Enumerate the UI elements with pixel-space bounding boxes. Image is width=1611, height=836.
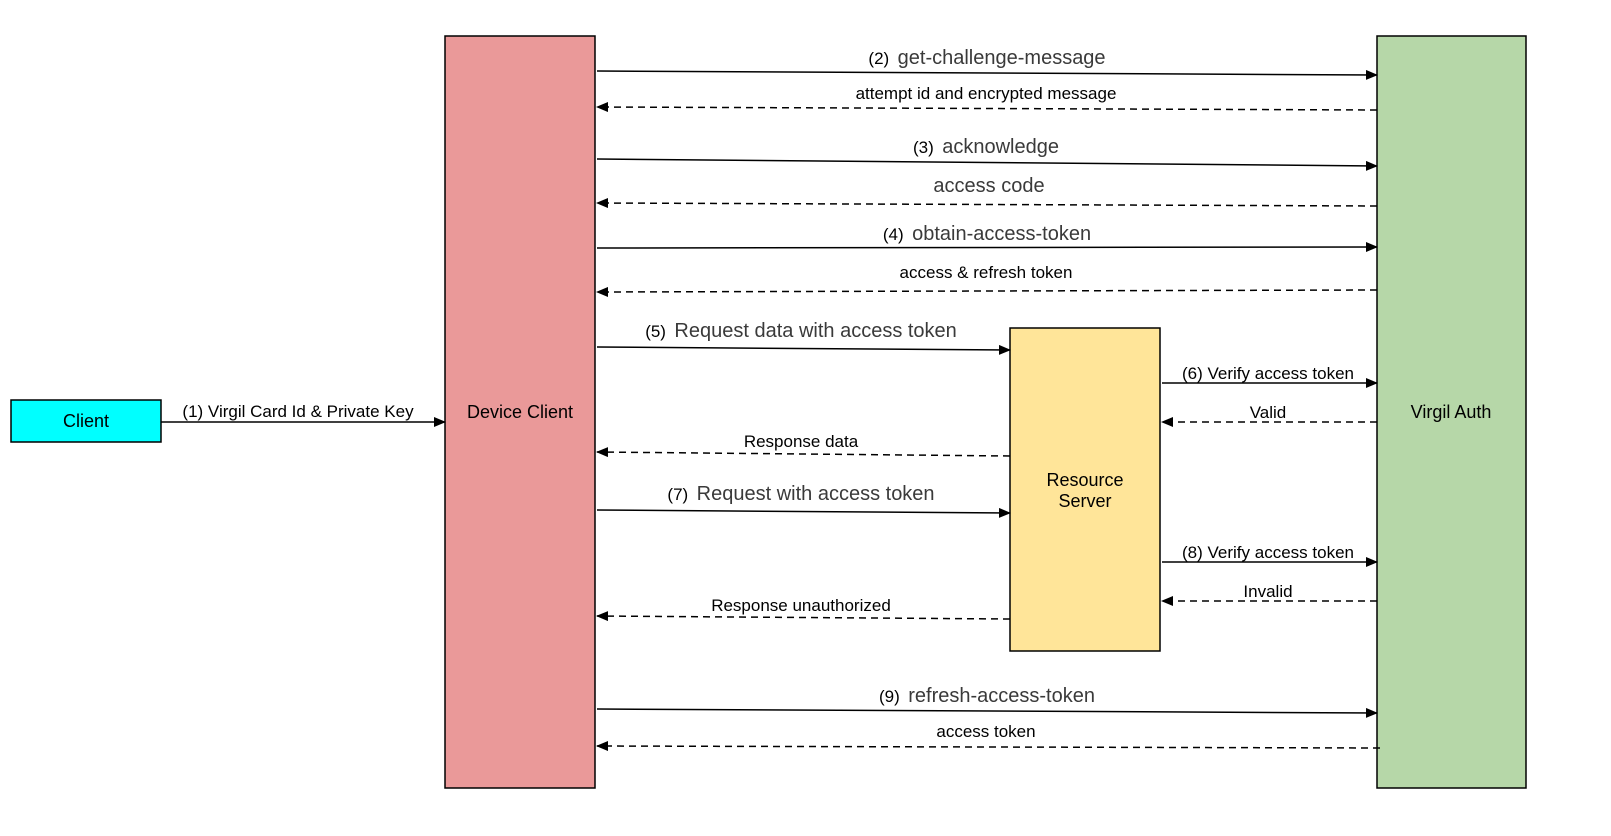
msg-5-label: (5) Request data with access token [645,320,957,342]
msg-4-text: obtain-access-token [912,223,1091,245]
msg-6-return-label: Valid [1250,403,1287,422]
msg-7-label: (7) Request with access token [667,483,934,505]
arrow-7-return [596,611,1011,622]
resource-server-label-line1: Resource [1046,470,1123,490]
device-client-box [444,35,596,789]
msg-2-text: get-challenge-message [898,47,1106,69]
arrow-9 [596,707,1378,718]
msg-5-text: Request data with access token [674,320,956,342]
msg-7-step: (7) [667,485,688,504]
arrow-3-return [596,198,1378,209]
msg-3-label: (3) acknowledge [913,136,1059,158]
client-box [10,399,162,443]
arrow-2 [596,69,1378,80]
virgil-auth-label: Virgil Auth [1411,402,1492,422]
resource-server-box [1009,327,1161,652]
arrow-7 [596,507,1011,518]
msg-2-label: (2) get-challenge-message [868,47,1105,69]
msg-2-return-label: attempt id and encrypted message [856,84,1117,103]
msg-3-text: acknowledge [942,136,1059,158]
resource-server-label-line2: Server [1058,491,1111,511]
msg-4-label: (4) obtain-access-token [883,223,1091,245]
arrow-3 [596,158,1378,171]
virgil-auth-box [1376,35,1527,789]
msg-8-return-label: Invalid [1243,582,1292,601]
msg-9-return-label: access token [936,722,1035,741]
msg-1-label: (1) Virgil Card Id & Private Key [182,402,414,421]
client-label: Client [63,411,109,431]
device-client-label: Device Client [467,402,573,422]
arrow-4-return [596,286,1378,297]
msg-7-text: Request with access token [697,483,935,505]
msg-3-return-label: access code [933,175,1044,197]
arrow-9-return [596,741,1381,752]
arrow-5-return [596,447,1011,458]
msg-9-text: refresh-access-token [908,685,1095,707]
arrow-5 [596,344,1011,355]
arrow-4 [596,242,1378,253]
msg-4-return-label: access & refresh token [900,263,1073,282]
msg-9-label: (9) refresh-access-token [879,685,1095,707]
msg-8-label: (8) Verify access token [1182,543,1354,562]
msg-2-step: (2) [868,49,889,68]
msg-5-return-label: Response data [744,432,859,451]
msg-3-step: (3) [913,138,934,157]
msg-6-label: (6) Verify access token [1182,364,1354,383]
arrow-2-return [596,102,1378,113]
msg-9-step: (9) [879,687,900,706]
msg-7-return-label: Response unauthorized [711,596,891,615]
msg-4-step: (4) [883,225,904,244]
msg-5-step: (5) [645,322,666,341]
